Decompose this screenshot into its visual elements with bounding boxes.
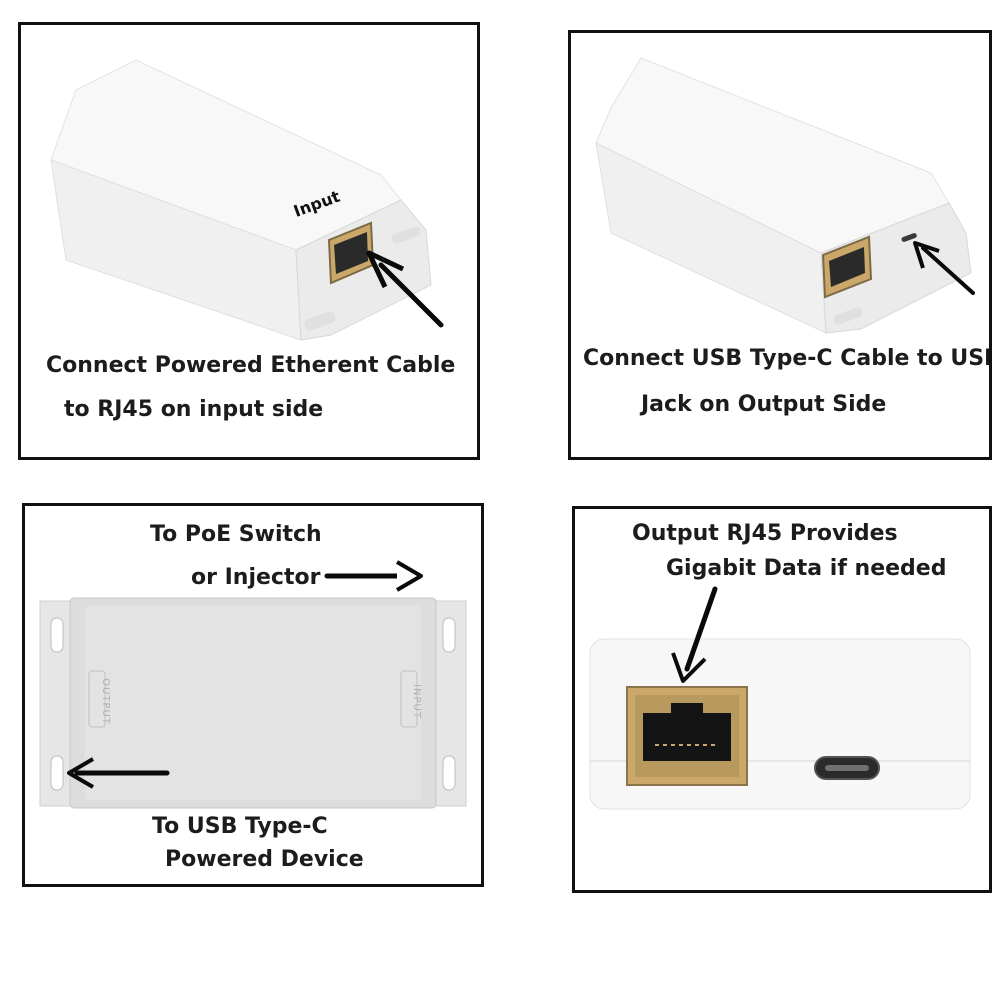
usb-c-port-icon: [901, 233, 917, 242]
usb-c-tongue: [825, 765, 869, 771]
panel-output-side: Connect USB Type-C Cable to USB Jack on …: [568, 30, 992, 460]
panel-bottom-line-1: To USB Type-C: [152, 814, 328, 839]
input-label-box: [400, 670, 418, 728]
mounting-slot: [50, 755, 64, 791]
output-side-device-illustration: [595, 57, 975, 334]
arrow-shaft: [684, 586, 718, 672]
panel-top-line-1: To PoE Switch: [150, 522, 322, 547]
device-body-highlight: [85, 606, 421, 800]
arrow-shaft: [921, 246, 975, 295]
input-side-label: INPUT: [410, 684, 422, 719]
arrow-head-icon: [366, 250, 405, 289]
panel-output-closeup: Output RJ45 Provides Gigabit Data if nee…: [572, 506, 992, 893]
top-view-device-illustration: [39, 560, 467, 809]
mounting-slot: [833, 307, 863, 325]
panel-top-line-2: Gigabit Data if needed: [666, 556, 947, 581]
mounting-slot: [442, 617, 456, 653]
panel-caption-line-2: to RJ45 on input side: [64, 397, 324, 422]
output-closeup-illustration: [589, 586, 971, 810]
panel-caption-line-1: Connect Powered Etherent Cable: [46, 353, 456, 378]
panel-bottom-line-2: Powered Device: [165, 847, 364, 872]
panel-caption-line-1: Connect USB Type-C Cable to USB: [583, 346, 992, 371]
output-side-label: OUTPUT: [99, 678, 111, 725]
arrow-right-icon: [395, 560, 423, 592]
mounting-slot: [442, 755, 456, 791]
mounting-slot: [50, 617, 64, 653]
panel-input-side: Input Connect Powered Etherent Cable to …: [18, 22, 480, 460]
mounting-slot: [304, 311, 336, 331]
panel-top-line-2: or Injector: [191, 565, 321, 590]
rj45-port-opening: [643, 703, 731, 761]
input-side-device-illustration: [50, 59, 444, 341]
mounting-slot: [391, 226, 421, 244]
output-label-box: [88, 670, 106, 728]
rj45-port-opening: [829, 247, 865, 287]
arrow-down-icon: [671, 652, 707, 683]
panel-caption-line-2: Jack on Output Side: [641, 392, 887, 417]
rj45-port-opening: [334, 232, 368, 274]
arrow-shaft: [378, 262, 444, 328]
panel-top-view: OUTPUT INPUT To PoE Switch or Injector T…: [22, 503, 484, 887]
panel-top-line-1: Output RJ45 Provides: [632, 521, 898, 546]
arrow-head-icon: [913, 241, 940, 269]
arrow-left-icon: [67, 757, 95, 789]
device-end-face: [820, 202, 972, 334]
